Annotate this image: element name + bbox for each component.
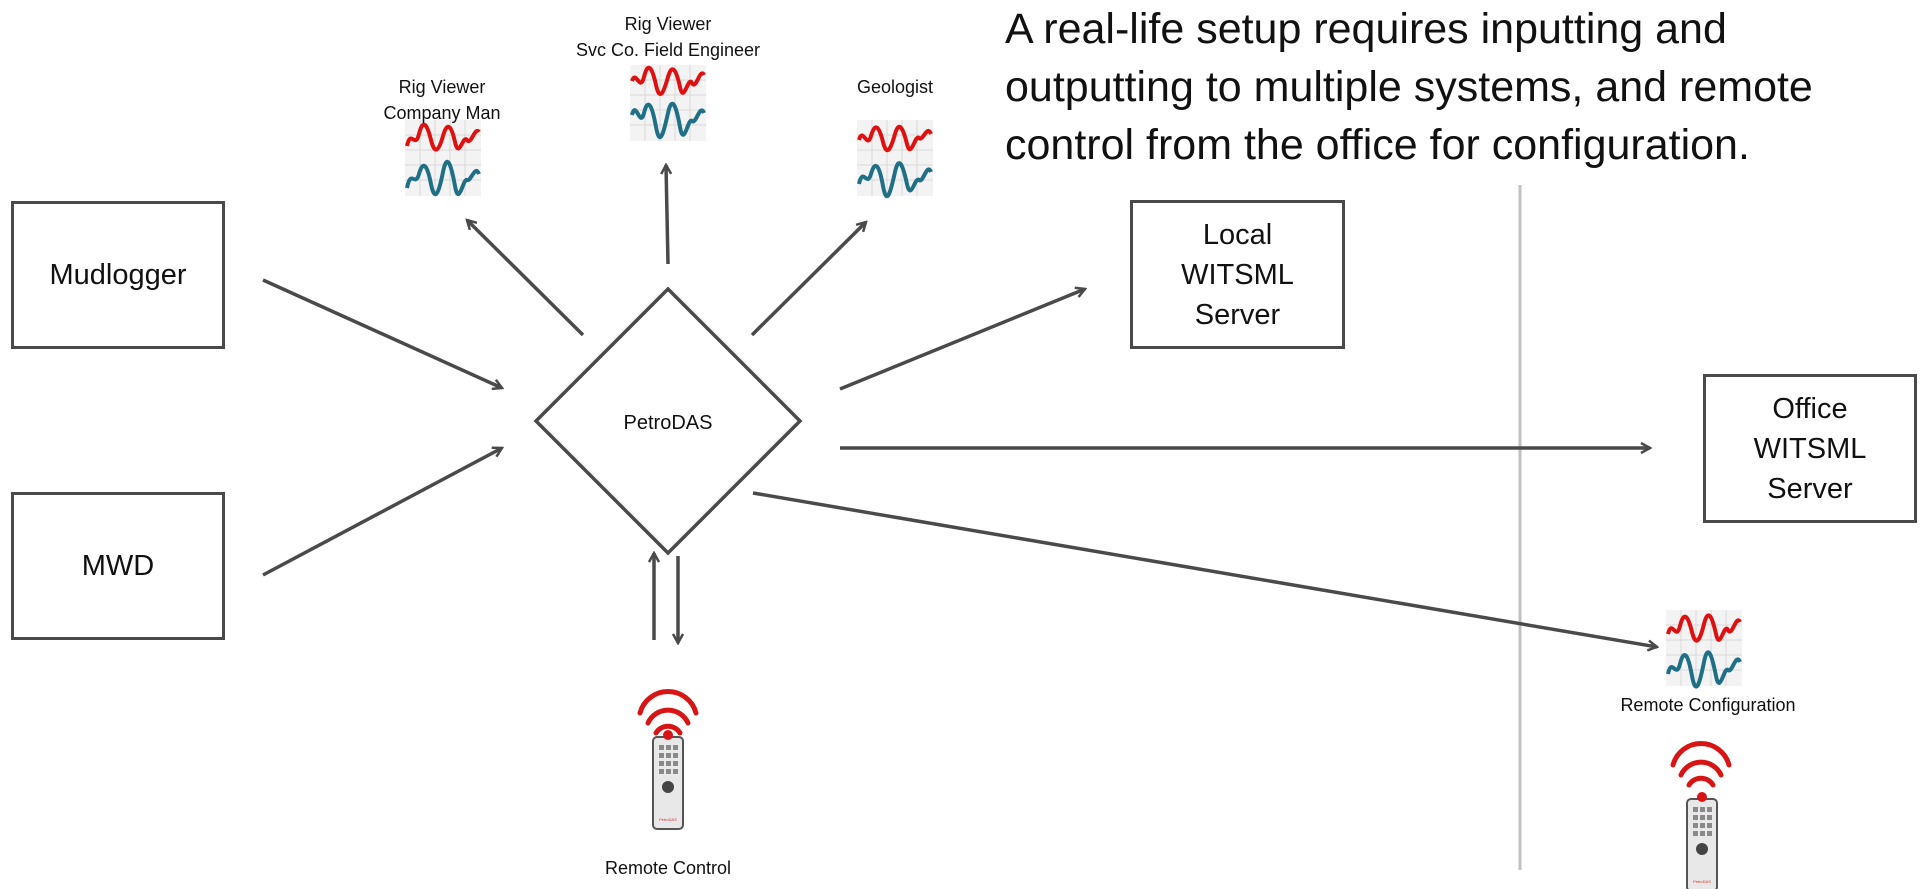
viewer-company-man-line-2: Company Man — [383, 103, 501, 123]
wireless-signal-icon — [1670, 741, 1732, 788]
arrow-hub-to-company-man — [467, 220, 585, 337]
viewer-geologist-caption: Geologist — [825, 74, 965, 100]
remote-config-brand-label: PetroDAS — [1693, 879, 1711, 884]
viewer-company-man-caption: Rig Viewer Company Man — [352, 74, 532, 126]
viewer-field-engineer-line-2: Svc Co. Field Engineer — [575, 40, 761, 60]
chart-icon — [1666, 610, 1742, 689]
viewer-company-man-line-1: Rig Viewer — [398, 77, 486, 97]
arrow-hub-to-local-server — [839, 289, 1085, 391]
arrow-hub-to-field-engineer — [666, 165, 668, 265]
local-server-line-3: Server — [1194, 298, 1281, 331]
chart-icon — [405, 120, 481, 197]
chart-icon — [630, 65, 706, 141]
local-server-line-1: Local — [1202, 218, 1273, 251]
mwd-box: MWD — [11, 492, 225, 640]
arrow-mwd-to-hub — [262, 446, 502, 577]
office-server-line-3: Server — [1767, 472, 1853, 505]
office-server-line-2: WITSML — [1753, 432, 1867, 465]
local-server-line-2: WITSML — [1181, 258, 1294, 291]
mudlogger-box: Mudlogger — [11, 201, 225, 349]
office-witsml-server-box: Office WITSML Server — [1703, 374, 1917, 523]
headline-line-1: A real-life setup requires inputting and — [1005, 5, 1727, 53]
arrow-hub-to-remote-configuration — [752, 491, 1657, 647]
remote-brand-label: PetroDAS — [659, 817, 677, 822]
remote-control-icon: PetroDAS — [652, 730, 684, 830]
remote-control-icon: PetroDAS — [1686, 792, 1718, 889]
wireless-signal-icon — [637, 689, 699, 736]
viewer-field-engineer-line-1: Rig Viewer — [624, 14, 712, 34]
headline-text: A real-life setup requires inputting and… — [1005, 0, 1905, 174]
mudlogger-label: Mudlogger — [49, 259, 187, 291]
arrow-mudlogger-to-hub — [262, 278, 502, 388]
headline-line-3: control from the office for configuratio… — [1005, 121, 1750, 169]
remote-configuration-caption: Remote Configuration — [1620, 695, 1796, 715]
headline-line-2: outputting to multiple systems, and remo… — [1005, 63, 1813, 111]
office-server-line-1: Office — [1772, 392, 1848, 425]
mwd-label: MWD — [81, 550, 155, 582]
viewer-field-engineer-caption: Rig Viewer Svc Co. Field Engineer — [548, 11, 788, 63]
chart-icon — [857, 120, 933, 198]
viewer-geologist-line-1: Geologist — [856, 77, 934, 97]
arrow-hub-to-geologist — [750, 222, 866, 337]
petrodas-hub-diamond — [533, 286, 803, 556]
petrodas-hub-label: PetroDAS — [624, 412, 713, 434]
remote-control-caption: Remote Control — [604, 858, 732, 878]
local-witsml-server-box: Local WITSML Server — [1130, 200, 1345, 349]
